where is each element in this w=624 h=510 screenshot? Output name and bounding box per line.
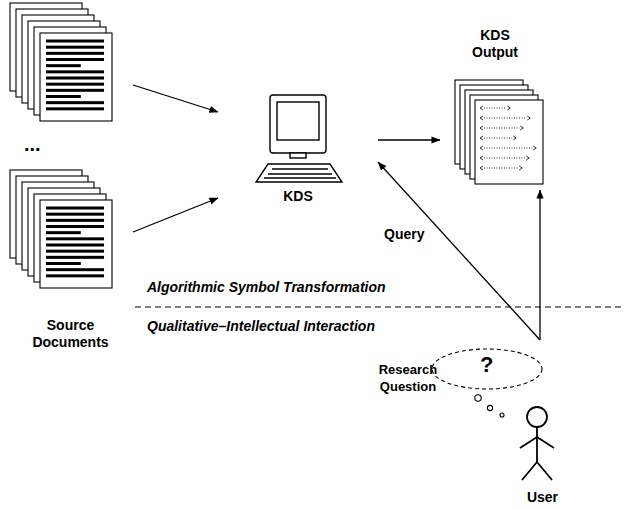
connector-arrow (133, 198, 218, 232)
connector-arrow (539, 190, 540, 340)
question-mark: ? (480, 356, 493, 373)
thought-bubble (432, 349, 542, 417)
ellipsis: ... (24, 136, 41, 153)
thought-label: Research Question (368, 361, 448, 395)
node-box: KDS Output (440, 25, 550, 190)
document-stack (10, 170, 112, 288)
connector-arrow (378, 162, 540, 340)
document-stack (10, 3, 112, 121)
node-box: Source Documents (8, 3, 133, 353)
node-box: User (505, 340, 580, 508)
output-stack (455, 80, 543, 184)
node-label: Source Documents (25, 317, 117, 351)
user-figure (520, 407, 554, 480)
node-box: KDS (218, 85, 378, 207)
node-label: KDS (238, 188, 358, 205)
node-label: User (508, 489, 578, 506)
layer-label: Qualitative–Intellectual Interaction (147, 318, 375, 335)
separator-line (135, 306, 622, 307)
connector-arrow (378, 139, 440, 140)
edge-label: Query (384, 226, 424, 243)
layer-label: Algorithmic Symbol Transformation (147, 279, 386, 296)
computer-icon (256, 95, 342, 182)
connector-arrow (133, 85, 218, 112)
node-label: KDS Output (464, 27, 526, 61)
